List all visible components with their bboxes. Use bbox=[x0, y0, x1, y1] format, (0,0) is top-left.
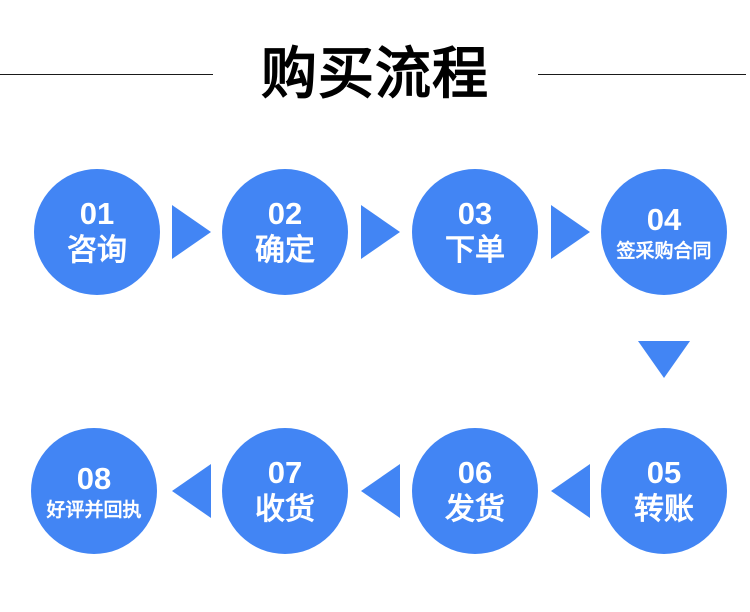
title-rule-right bbox=[538, 74, 746, 75]
step-label-07: 收货 bbox=[255, 493, 315, 526]
step-number-04: 04 bbox=[646, 201, 682, 237]
arrow-right-icon-1 bbox=[172, 205, 211, 259]
step-label-05: 转账 bbox=[634, 493, 694, 526]
arrow-down-icon-1 bbox=[638, 341, 690, 378]
step-circle-05[interactable]: 05 转账 bbox=[601, 428, 727, 554]
step-number-02: 02 bbox=[267, 196, 303, 231]
step-circle-08[interactable]: 08 好评并回执 bbox=[31, 428, 157, 554]
step-circle-04[interactable]: 04 签采购合同 bbox=[601, 169, 727, 295]
step-circle-02[interactable]: 02 确定 bbox=[222, 169, 348, 295]
step-label-04: 签采购合同 bbox=[616, 240, 712, 262]
arrow-left-icon-1 bbox=[172, 464, 211, 518]
arrow-right-icon-3 bbox=[551, 205, 590, 259]
step-label-02: 确定 bbox=[255, 234, 315, 267]
step-label-03: 下单 bbox=[445, 234, 505, 267]
step-label-01: 咨询 bbox=[67, 234, 127, 267]
step-number-01: 01 bbox=[79, 196, 115, 231]
step-circle-03[interactable]: 03 下单 bbox=[412, 169, 538, 295]
page-title: 购买流程 bbox=[261, 42, 489, 105]
step-number-05: 05 bbox=[646, 455, 682, 490]
step-circle-07[interactable]: 07 收货 bbox=[222, 428, 348, 554]
step-label-06: 发货 bbox=[445, 493, 505, 526]
step-number-03: 03 bbox=[457, 196, 493, 231]
step-circle-06[interactable]: 06 发货 bbox=[412, 428, 538, 554]
step-label-08: 好评并回执 bbox=[46, 499, 142, 521]
title-rule-left bbox=[0, 74, 213, 75]
step-number-07: 07 bbox=[267, 455, 303, 490]
step-number-06: 06 bbox=[457, 455, 493, 490]
title-band: 购买流程 bbox=[0, 28, 750, 120]
arrow-left-icon-2 bbox=[361, 464, 400, 518]
arrow-right-icon-2 bbox=[361, 205, 400, 259]
step-number-08: 08 bbox=[76, 460, 112, 496]
arrow-left-icon-3 bbox=[551, 464, 590, 518]
step-circle-01[interactable]: 01 咨询 bbox=[34, 169, 160, 295]
